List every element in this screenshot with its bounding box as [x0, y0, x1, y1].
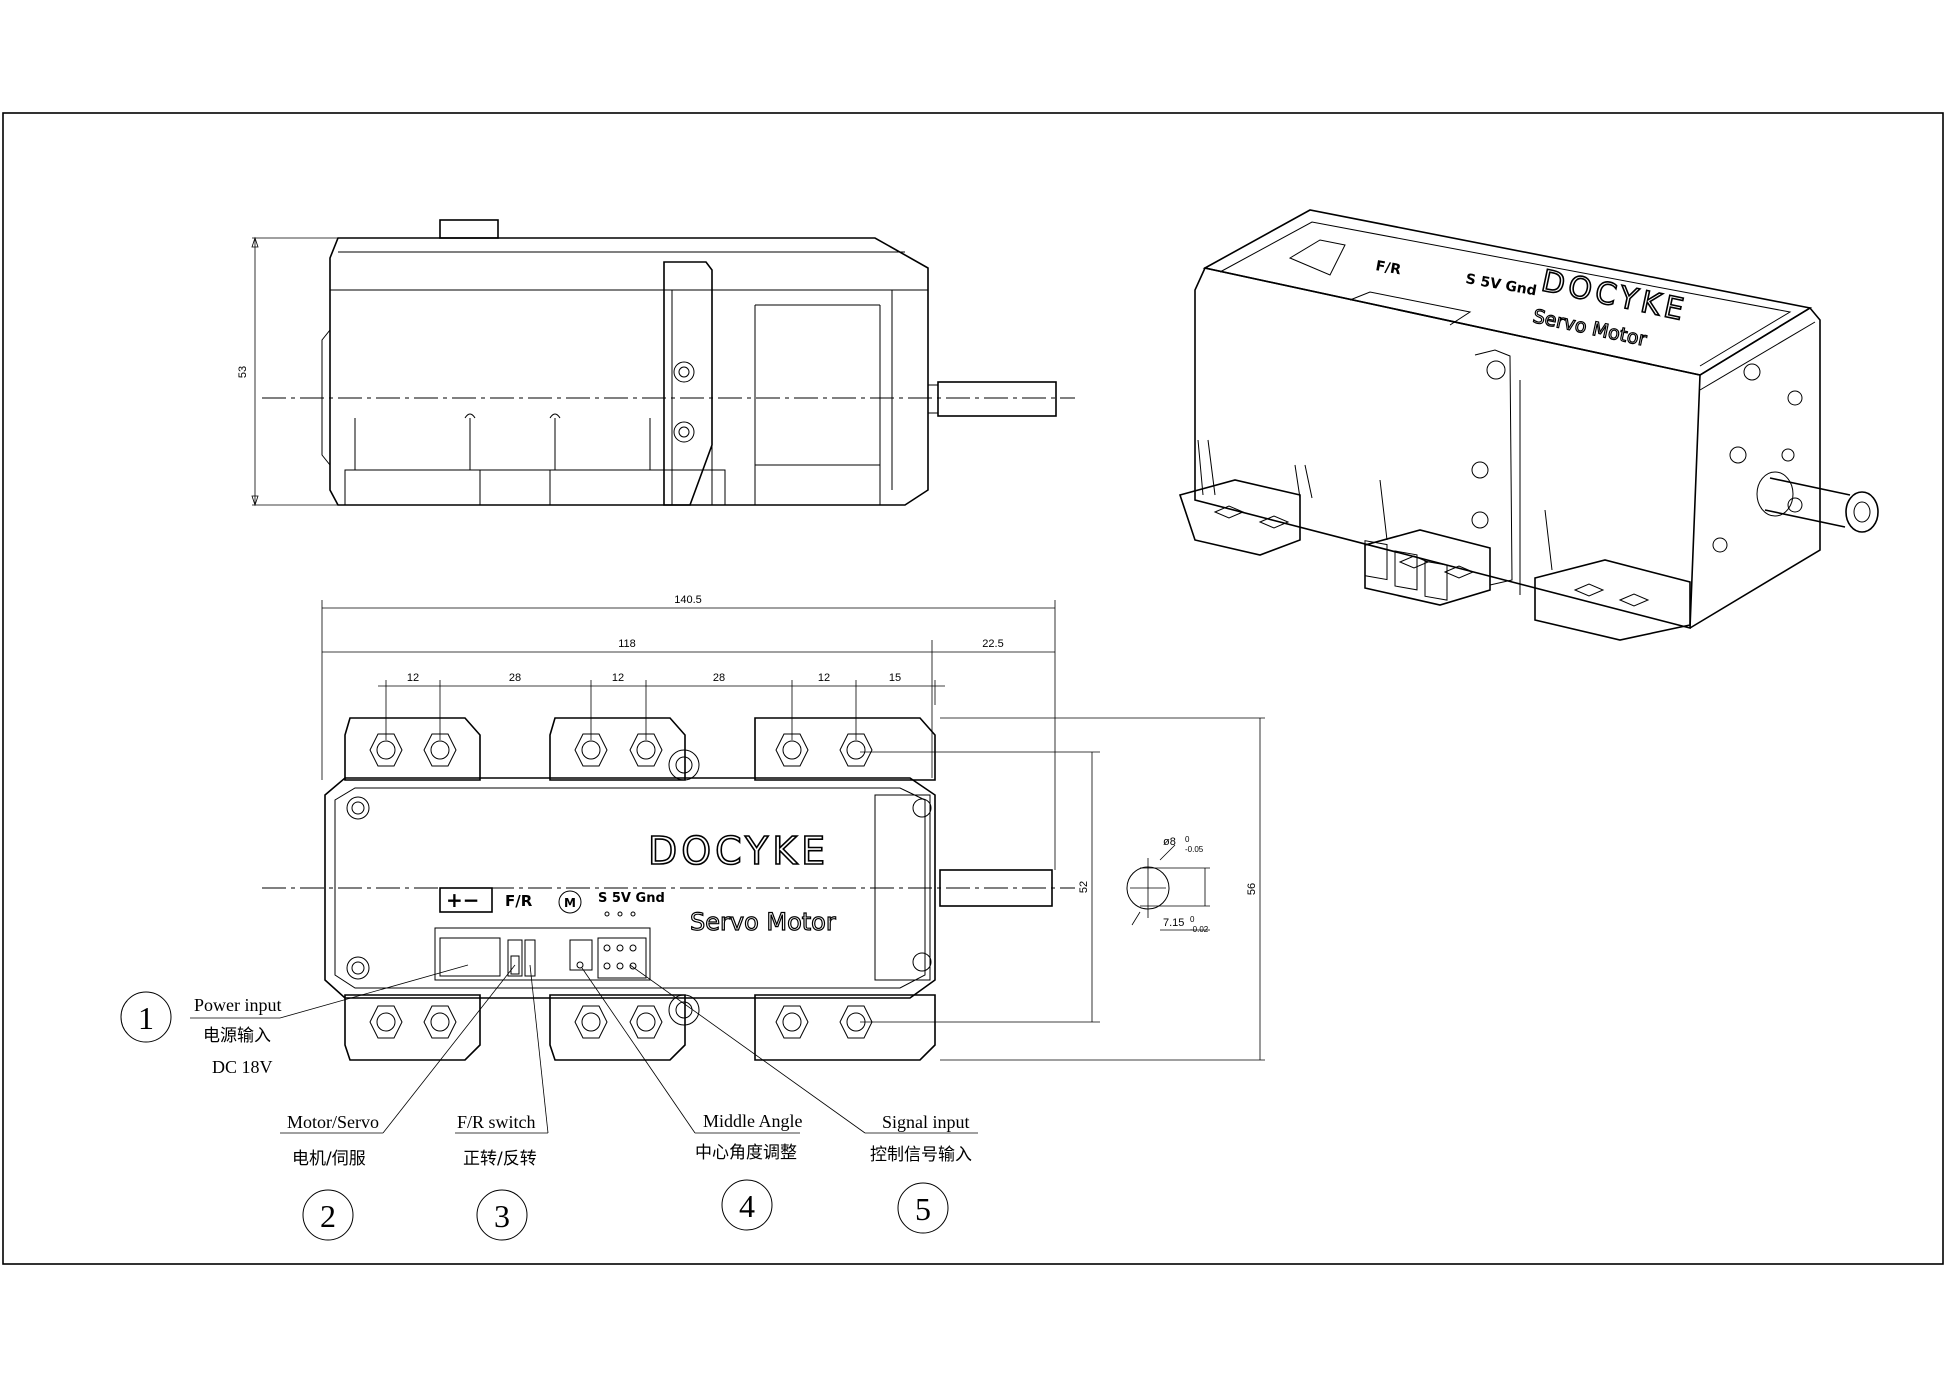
callout-sub-4: 中心角度调整	[695, 1143, 797, 1163]
dim-overall-length: 140.5	[674, 594, 702, 606]
callout-title-5: Signal input	[882, 1112, 970, 1132]
callout-sub-5: 控制信号输入	[870, 1145, 972, 1165]
callout-number-2: 2	[320, 1198, 336, 1234]
callout-leaders	[190, 964, 978, 1134]
dim-flat-tol-lower: -0.02	[1190, 925, 1209, 934]
dim-spacing-6: 15	[889, 672, 901, 684]
callout-circle-1	[120, 991, 172, 1043]
dim-body-length: 118	[618, 638, 636, 650]
callout-sub-2: 电机/伺服	[292, 1149, 366, 1169]
drawing-frame	[2, 112, 1944, 1265]
mode-label: M	[564, 896, 576, 910]
dim-flat-tol-upper: 0	[1190, 915, 1195, 924]
svg-text:F/R: F/R	[1374, 258, 1402, 278]
callout-voltage-1: DC 18V	[212, 1057, 273, 1077]
dim-shaft-tol-lower: -0.05	[1185, 845, 1204, 854]
svg-text:S 5V Gnd: S 5V Gnd	[1464, 271, 1538, 299]
side-view	[251, 219, 1075, 507]
callout-title-4: Middle Angle	[703, 1111, 803, 1131]
dim-mount-height: 52	[1078, 881, 1090, 893]
callout-title-3: F/R switch	[457, 1112, 536, 1132]
dim-spacing-1: 12	[407, 672, 419, 684]
callout-circle-4	[721, 1179, 773, 1231]
callout-number-3: 3	[494, 1198, 510, 1234]
dim-flat-size: 7.15	[1163, 917, 1184, 929]
dim-spacing-2: 28	[509, 672, 521, 684]
callout-title-2: Motor/Servo	[287, 1112, 379, 1132]
bottom-nuts	[369, 1005, 873, 1039]
dim-total-height: 56	[1246, 883, 1258, 895]
dimensions-top	[321, 600, 1265, 1061]
callout-title-1: Power input	[194, 995, 282, 1015]
dim-side-height: 53	[237, 366, 249, 378]
isometric-view: F/R S 5V Gnd DOCYKE Servo Motor	[1178, 209, 1879, 641]
dim-shaft-tol-upper: 0	[1185, 835, 1190, 844]
callout-sub-1: 电源输入	[203, 1026, 271, 1046]
callout-number-5: 5	[915, 1191, 931, 1227]
top-view: DOCYKE Servo Motor +− F/R M S 5V Gnd	[262, 717, 1075, 1061]
callout-sub-3: 正转/反转	[463, 1149, 537, 1169]
dim-shaft-diameter: ø8	[1163, 836, 1176, 848]
callout-circle-5	[897, 1182, 949, 1234]
power-symbol: +−	[446, 888, 480, 912]
top-nuts	[369, 733, 873, 767]
dim-spacing-3: 12	[612, 672, 624, 684]
callout-circle-3	[476, 1189, 528, 1241]
panel-model: Servo Motor	[690, 908, 836, 936]
callout-number-1: 1	[138, 1000, 154, 1036]
fr-label: F/R	[505, 892, 533, 910]
dim-spacing-5: 12	[818, 672, 830, 684]
panel-brand: DOCYKE	[648, 829, 829, 873]
signal-label: S 5V Gnd	[598, 891, 665, 906]
dim-shaft-length: 22.5	[982, 638, 1003, 650]
dim-spacing-4: 28	[713, 672, 725, 684]
callout-number-4: 4	[739, 1188, 755, 1224]
callout-circle-2	[302, 1189, 354, 1241]
